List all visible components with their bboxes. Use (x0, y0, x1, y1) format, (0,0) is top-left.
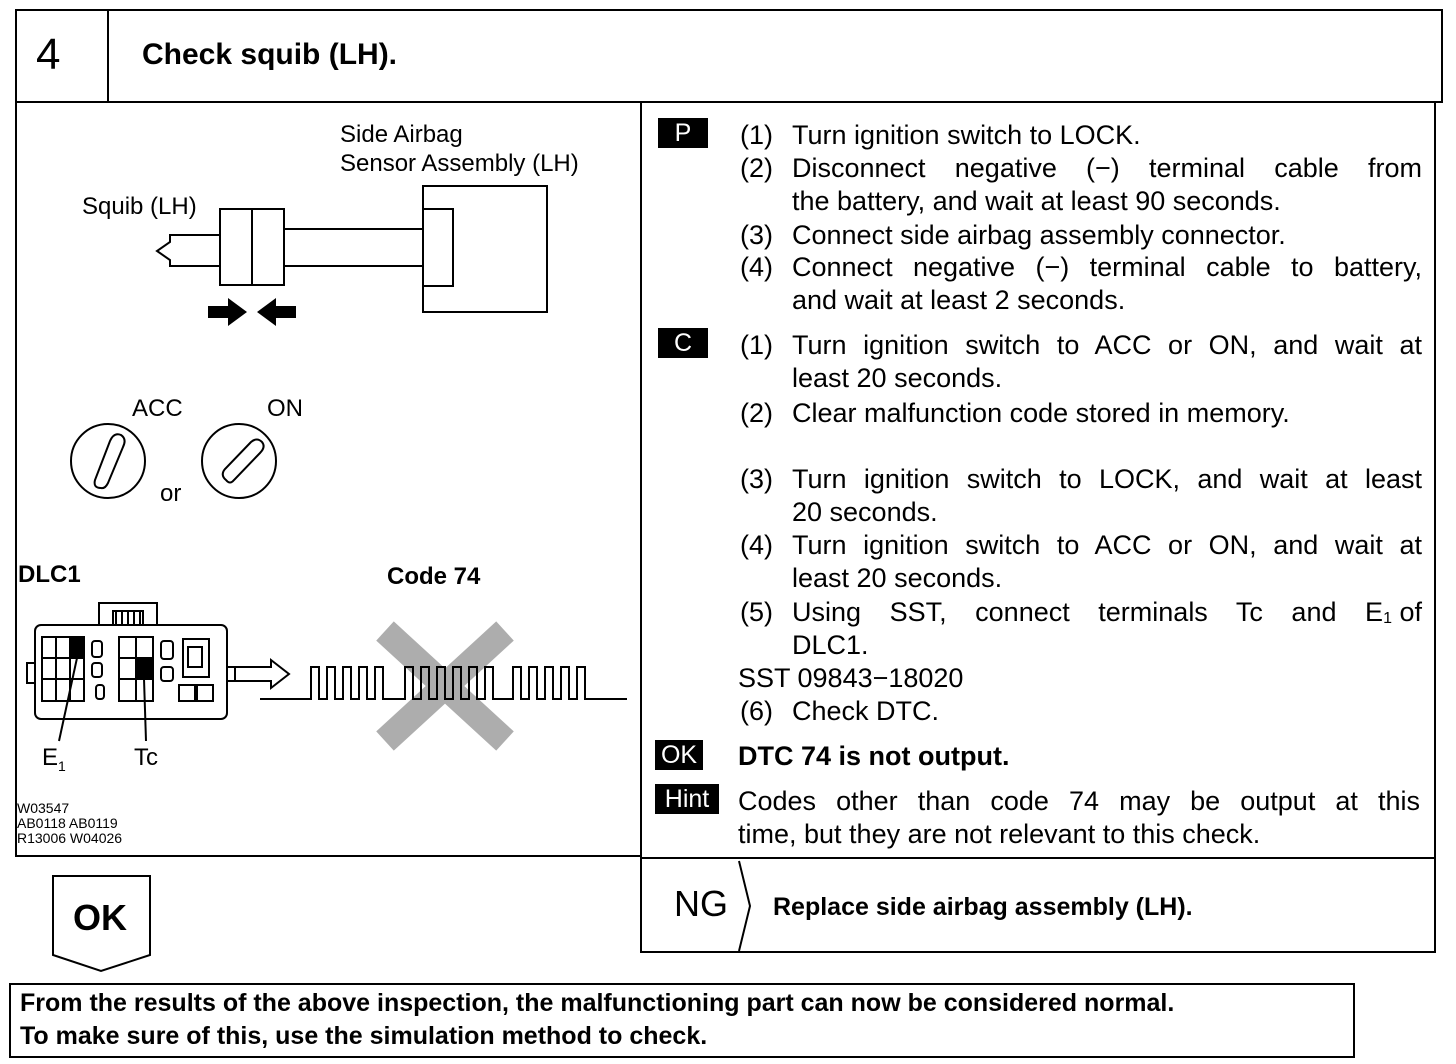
dlc1-label: DLC1 (18, 561, 81, 588)
sensor-assembly-label: Sensor Assembly (LH) (340, 150, 579, 177)
hint-badge: Hint (655, 784, 719, 814)
on-label: ON (267, 395, 303, 422)
squib-label: Squib (LH) (82, 193, 197, 220)
code-74-label: Code 74 (387, 563, 481, 590)
dlc1-terminals (70, 637, 153, 679)
ref-code: AB0118 AB0119 (17, 815, 118, 831)
prep-badge: P (658, 118, 708, 148)
ok-result-text: DTC 74 is not output. (738, 741, 1010, 771)
ng-label: NG (674, 883, 728, 924)
ignition-key-acc-icon (70, 423, 146, 499)
code-74-waveform (260, 666, 627, 700)
tc-terminal-label: Tc (134, 744, 158, 771)
ref-code: R13006 W04026 (17, 830, 123, 846)
or-label: or (160, 480, 182, 507)
ok-badge: OK (655, 740, 703, 770)
inspection-diagram (26, 185, 627, 751)
output-arrow-icon (234, 657, 291, 691)
ok-arrow-label: OK (73, 897, 127, 938)
squib-connector-drawing (155, 185, 548, 313)
terminal-leader-lines (58, 657, 147, 742)
ok-down-arrow-icon (52, 875, 151, 973)
hint-text-line: Codes other than code 74 may be output a… (738, 786, 1420, 816)
hint-text-line: time, but they are not relevant to this … (738, 819, 1261, 849)
check-badge: C (658, 328, 708, 358)
ignition-key-on-icon (201, 423, 277, 499)
step-number: 4 (36, 30, 61, 79)
ng-chevron-icon (738, 860, 752, 952)
ref-code: W03547 (17, 800, 70, 816)
sst-number: SST 09843−18020 (738, 663, 964, 693)
ng-panel (640, 857, 1436, 953)
ng-action-text: Replace side airbag assembly (LH). (773, 893, 1193, 921)
footer-line: From the results of the above inspection… (20, 989, 1175, 1017)
side-airbag-label: Side Airbag (340, 121, 463, 148)
footer-note (9, 983, 1355, 1058)
footer-line: To make sure of this, use the simulation… (20, 1022, 708, 1050)
dlc1-connector-icon (26, 602, 236, 720)
push-arrows-icon (208, 298, 296, 326)
page-title: Check squib (LH). (142, 38, 398, 71)
e1-terminal-label: E1 (42, 744, 66, 774)
acc-label: ACC (132, 395, 183, 422)
header-divider (107, 9, 109, 103)
